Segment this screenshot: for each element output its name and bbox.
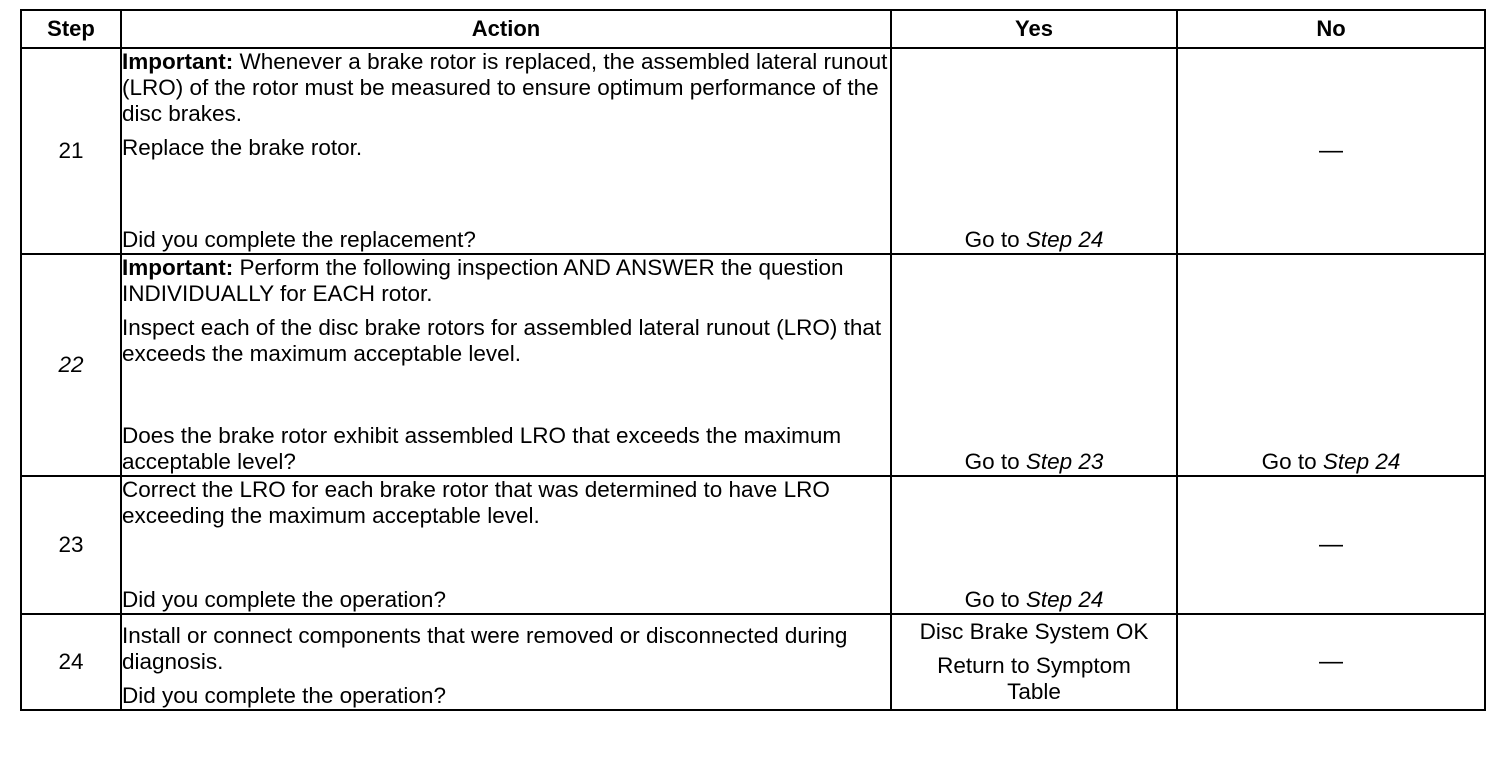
action-cell: Important: Perform the following inspect…: [120, 253, 892, 477]
instruction-text: Install or connect components that were …: [122, 623, 848, 674]
no-dash: —: [1319, 137, 1343, 164]
no-dash: —: [1319, 648, 1343, 675]
important-label: Important:: [122, 255, 234, 280]
question-text: Did you complete the operation?: [122, 683, 446, 708]
header-yes: Yes: [890, 9, 1178, 49]
yes-goto-step: Step 23: [1025, 449, 1104, 474]
table-header-row: Step Action Yes No: [20, 9, 1486, 49]
diagnostic-page: Step Action Yes No 21 Important: Wheneve…: [20, 9, 1486, 711]
action-cell: Correct the LRO for each brake rotor tha…: [120, 475, 892, 615]
yes-goto-step: Step 24: [1025, 587, 1104, 612]
instruction-text: Replace the brake rotor.: [122, 135, 363, 160]
no-cell: —: [1176, 47, 1486, 255]
question-text: Did you complete the replacement?: [122, 227, 476, 252]
important-text: Whenever a brake rotor is replaced, the …: [122, 49, 888, 126]
yes-cell: Go to Step 24: [890, 47, 1178, 255]
table-row: 23 Correct the LRO for each brake rotor …: [20, 475, 1486, 615]
no-goto-prefix: Go to: [1261, 449, 1323, 474]
important-text: Perform the following inspection AND ANS…: [122, 255, 844, 306]
step-number: 22: [20, 253, 122, 477]
step-number: 23: [20, 475, 122, 615]
yes-cell: Go to Step 23: [890, 253, 1178, 477]
header-step: Step: [20, 9, 122, 49]
header-action: Action: [120, 9, 892, 49]
table-row: 24 Install or connect components that we…: [20, 613, 1486, 711]
action-cell: Important: Whenever a brake rotor is rep…: [120, 47, 892, 255]
instruction-text: Inspect each of the disc brake rotors fo…: [122, 315, 882, 366]
yes-cell: Disc Brake System OK Return to Symptom T…: [890, 613, 1178, 711]
step-number: 24: [20, 613, 122, 711]
important-label: Important:: [122, 49, 234, 74]
question-text: Did you complete the operation?: [122, 587, 446, 612]
no-cell: —: [1176, 475, 1486, 615]
no-cell: —: [1176, 613, 1486, 711]
action-cell: Install or connect components that were …: [120, 613, 892, 711]
yes-return-text: Return to Symptom Table: [937, 653, 1131, 704]
no-cell: Go to Step 24: [1176, 253, 1486, 477]
question-text: Does the brake rotor exhibit assembled L…: [122, 423, 842, 474]
table-row: 22 Important: Perform the following insp…: [20, 253, 1486, 477]
yes-cell: Go to Step 24: [890, 475, 1178, 615]
yes-goto-prefix: Go to: [964, 227, 1026, 252]
no-dash: —: [1319, 531, 1343, 558]
yes-result-text: Disc Brake System OK: [919, 619, 1149, 644]
important-note: Important: Whenever a brake rotor is rep…: [122, 49, 890, 127]
yes-goto-prefix: Go to: [964, 587, 1026, 612]
instruction-text: Correct the LRO for each brake rotor tha…: [122, 477, 830, 528]
yes-goto-step: Step 24: [1025, 227, 1104, 252]
no-goto-step: Step 24: [1322, 449, 1401, 474]
important-note: Important: Perform the following inspect…: [122, 255, 890, 307]
step-number: 21: [20, 47, 122, 255]
diagnostic-table: Step Action Yes No 21 Important: Wheneve…: [20, 9, 1486, 711]
table-row: 21 Important: Whenever a brake rotor is …: [20, 47, 1486, 255]
yes-goto-prefix: Go to: [964, 449, 1026, 474]
header-no: No: [1176, 9, 1486, 49]
